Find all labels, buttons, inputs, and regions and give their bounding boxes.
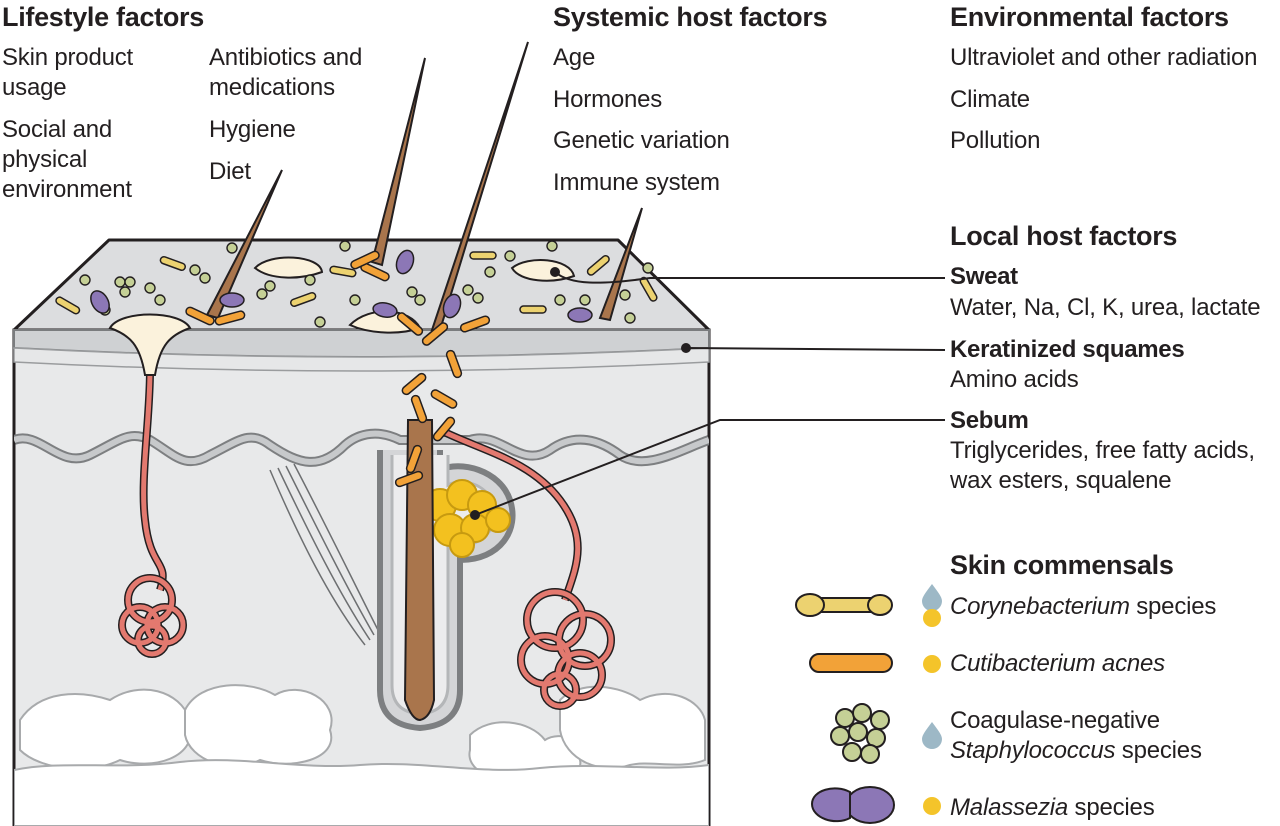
environmental-item: Climate	[950, 86, 1030, 113]
environmental-title: Environmental factors	[950, 2, 1229, 32]
systemic-item: Genetic variation	[553, 127, 730, 154]
corynebacterium-icon	[795, 593, 893, 617]
surface-cutibacterium	[185, 250, 491, 488]
drop-icon	[922, 722, 942, 749]
drop-icon	[922, 584, 942, 611]
commensals-title: Skin commensals	[950, 550, 1174, 580]
legend-cutibacterium: Cutibacterium acnes	[950, 650, 1165, 677]
sebum-desc: Triglycerides, free fatty acids,wax este…	[950, 437, 1255, 494]
dot-icon	[923, 797, 941, 815]
systemic-title: Systemic host factors	[553, 2, 828, 32]
sweat-desc: Water, Na, Cl, K, urea, lactate	[950, 294, 1261, 321]
lifestyle-item: Hygiene	[209, 116, 296, 143]
surface-malassezia	[90, 249, 593, 323]
lifestyle-item: Diet	[209, 158, 251, 185]
sweat-title: Sweat	[950, 263, 1018, 290]
legend-malassezia: Malassezia species	[950, 794, 1155, 821]
malassezia-icon	[810, 786, 895, 824]
sebum-title: Sebum	[950, 407, 1029, 434]
staphylococcus-icon	[830, 703, 890, 764]
dot-icon	[923, 609, 941, 627]
legend-staphylococcus: Coagulase-negative Staphylococcus specie…	[950, 707, 1202, 764]
hair-shafts	[205, 41, 643, 331]
skin-block	[12, 41, 711, 826]
legend-corynebacterium: Corynebacterium species	[950, 593, 1217, 620]
dot-icon	[923, 655, 941, 673]
legend-icons	[795, 584, 942, 824]
squames-desc: Amino acids	[950, 366, 1079, 393]
local-title: Local host factors	[950, 221, 1178, 251]
systemic-item: Age	[553, 44, 596, 71]
surface-corynebacterium	[55, 251, 658, 315]
leader-lines	[470, 267, 946, 520]
environmental-item: Ultraviolet and other radiation	[950, 44, 1258, 71]
squames-title: Keratinized squames	[950, 336, 1185, 363]
arrector-pili-muscle	[269, 463, 379, 646]
lifestyle-title: Lifestyle factors	[2, 2, 204, 32]
cutibacterium-icon	[809, 653, 893, 673]
systemic-item: Hormones	[553, 86, 663, 113]
environmental-item: Pollution	[950, 127, 1041, 154]
systemic-item: Immune system	[553, 169, 720, 196]
